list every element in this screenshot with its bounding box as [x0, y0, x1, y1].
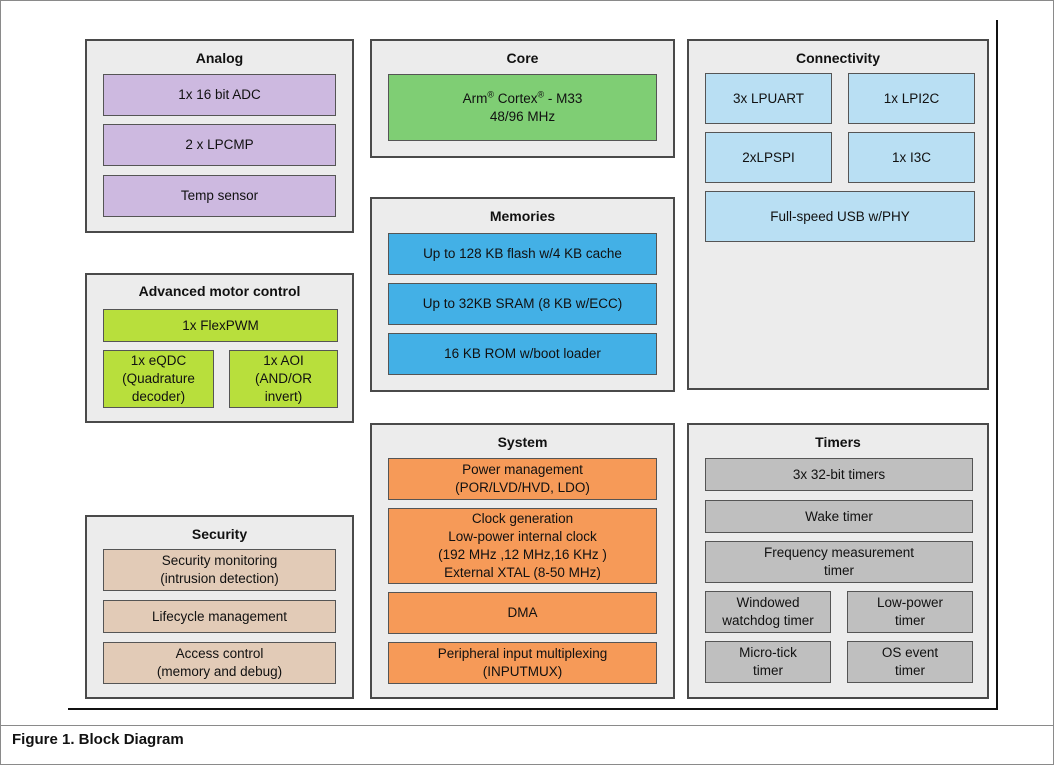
lpuart-block: 3x LPUART — [705, 73, 832, 124]
access-control-block: Access control(memory and debug) — [103, 642, 336, 684]
core-title: Core — [506, 50, 539, 66]
figure-caption: Figure 1. Block Diagram — [12, 731, 184, 748]
flash-block: Up to 128 KB flash w/4 KB cache — [388, 233, 657, 275]
i3c-block: 1x I3C — [848, 132, 975, 183]
adc-block: 1x 16 bit ADC — [103, 74, 336, 116]
sram-block: Up to 32KB SRAM (8 KB w/ECC) — [388, 283, 657, 325]
core-panel: Core Arm® Cortex® - M33 48/96 MHz — [370, 39, 675, 158]
usb-block: Full-speed USB w/PHY — [705, 191, 975, 242]
memories-title: Memories — [489, 208, 556, 224]
cpu-block: Arm® Cortex® - M33 48/96 MHz — [388, 74, 657, 141]
caption-divider — [0, 725, 1054, 726]
flexpwm-block: 1x FlexPWM — [103, 309, 338, 342]
connectivity-panel: Connectivity 3x LPUART 1x LPI2C 2xLPSPI … — [687, 39, 989, 390]
analog-title: Analog — [195, 50, 244, 66]
timers-title: Timers — [815, 434, 861, 450]
diagram-right-border — [996, 20, 998, 710]
lpcmp-block: 2 x LPCMP — [103, 124, 336, 166]
system-panel: System Power management(POR/LVD/HVD, LDO… — [370, 423, 675, 699]
temp-sensor-block: Temp sensor — [103, 175, 336, 217]
security-panel: Security Security monitoring(intrusion d… — [85, 515, 354, 699]
system-title: System — [497, 434, 548, 450]
dma-block: DMA — [388, 592, 657, 634]
wake-timer-block: Wake timer — [705, 500, 973, 533]
timers-panel: Timers 3x 32-bit timers Wake timer Frequ… — [687, 423, 989, 699]
security-title: Security — [191, 526, 248, 542]
rom-block: 16 KB ROM w/boot loader — [388, 333, 657, 375]
security-monitoring-block: Security monitoring(intrusion detection) — [103, 549, 336, 591]
motor-control-title: Advanced motor control — [138, 283, 301, 299]
inputmux-block: Peripheral input multiplexing(INPUTMUX) — [388, 642, 657, 684]
timer-32bit-block: 3x 32-bit timers — [705, 458, 973, 491]
lpi2c-block: 1x LPI2C — [848, 73, 975, 124]
power-management-block: Power management(POR/LVD/HVD, LDO) — [388, 458, 657, 500]
lpspi-block: 2xLPSPI — [705, 132, 832, 183]
diagram-bottom-border — [68, 708, 998, 710]
cpu-frequency: 48/96 MHz — [489, 108, 556, 124]
connectivity-title: Connectivity — [795, 50, 880, 66]
motor-control-panel: Advanced motor control 1x FlexPWM 1x eQD… — [85, 273, 354, 423]
memories-panel: Memories Up to 128 KB flash w/4 KB cache… — [370, 197, 675, 392]
lifecycle-block: Lifecycle management — [103, 600, 336, 633]
analog-panel: Analog 1x 16 bit ADC 2 x LPCMP Temp sens… — [85, 39, 354, 233]
cpu-name: Arm® Cortex® - M33 — [462, 89, 583, 106]
